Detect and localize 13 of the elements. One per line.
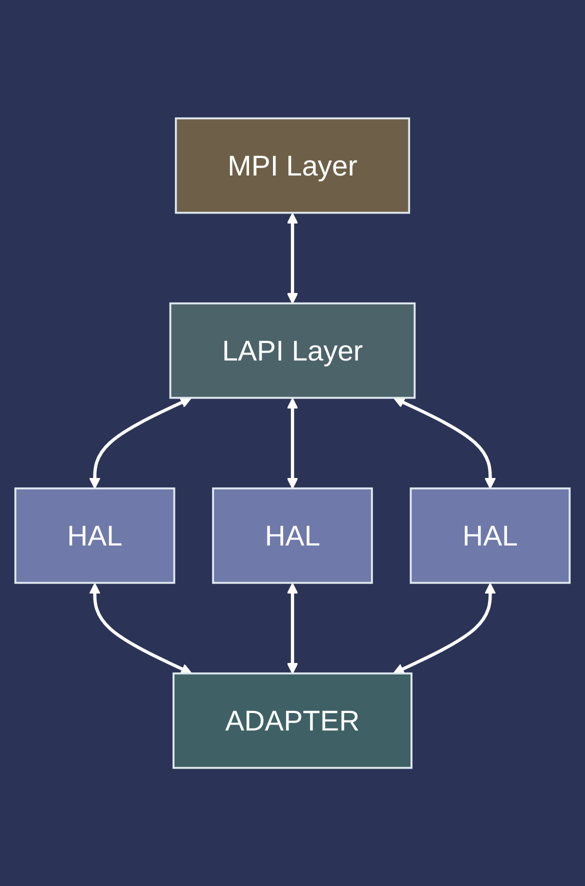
node-box: ADAPTER	[172, 672, 412, 769]
arrow	[89, 397, 192, 489]
node-box: HAL	[14, 487, 176, 584]
arrow	[286, 582, 298, 674]
arrow	[89, 582, 192, 674]
arrow	[286, 212, 298, 304]
node-box: LAPI Layer	[169, 302, 416, 399]
node-box: HAL	[212, 487, 373, 584]
node-box: HAL	[410, 487, 571, 584]
arrow	[393, 397, 496, 489]
arrow	[392, 582, 496, 674]
node-box: MPI Layer	[174, 117, 410, 214]
arrow	[286, 398, 298, 489]
